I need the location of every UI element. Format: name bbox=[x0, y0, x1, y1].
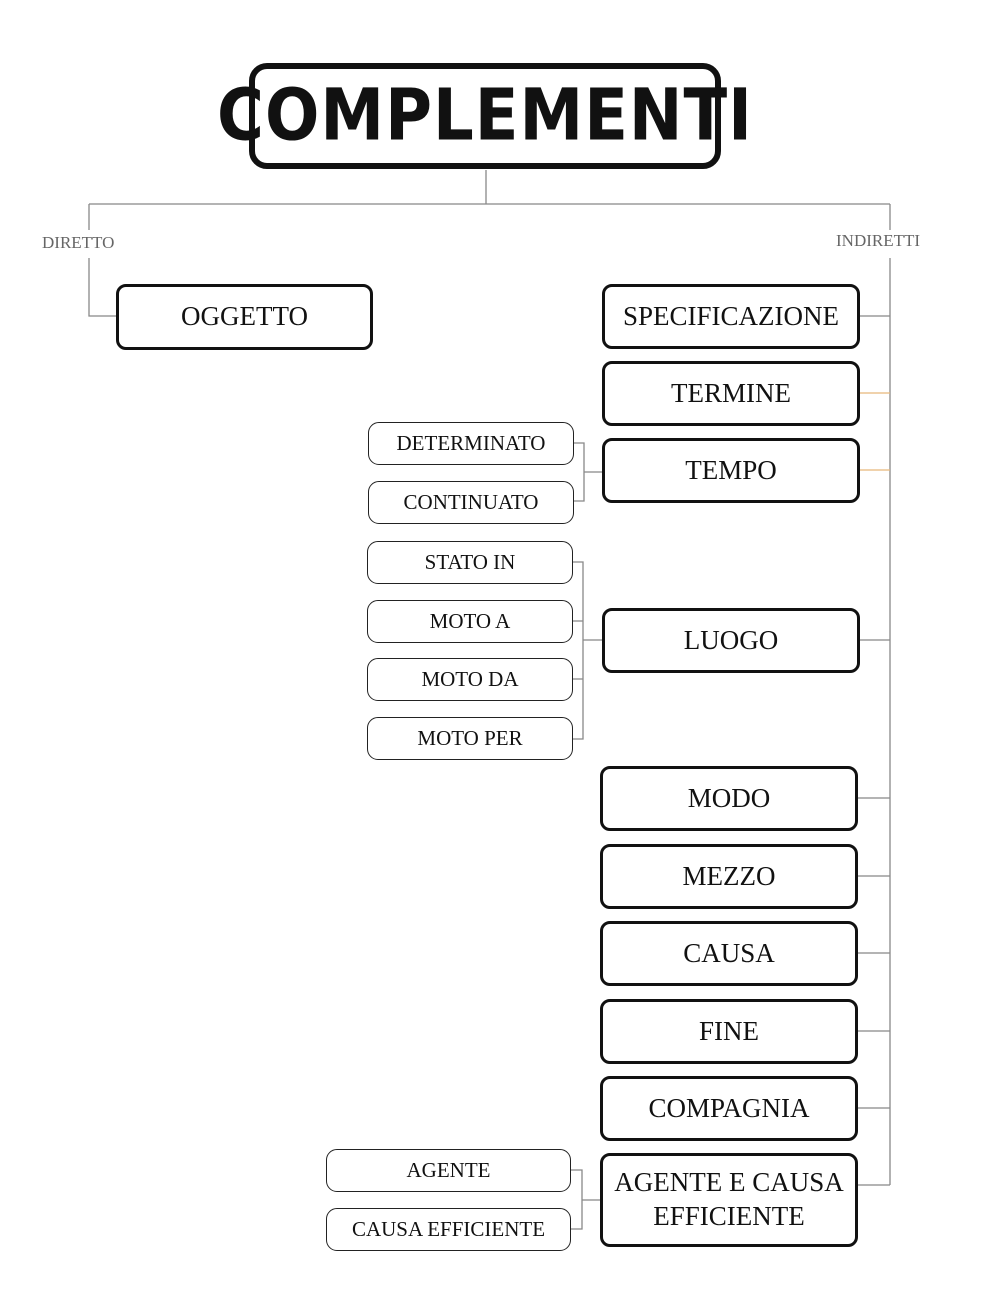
agente-bracket bbox=[570, 1169, 602, 1230]
sub-luogo-stato-in: STATO IN bbox=[367, 541, 573, 584]
sub-tempo-determinato: DETERMINATO bbox=[368, 422, 574, 465]
node-mezzo: MEZZO bbox=[600, 844, 858, 909]
sub-agente: AGENTE bbox=[326, 1149, 571, 1192]
page-title: COMPLEMENTI bbox=[217, 74, 753, 158]
node-agente-causa-line2: EFFICIENTE bbox=[653, 1201, 805, 1231]
luogo-bracket bbox=[572, 561, 603, 740]
node-agente-causa-line1: AGENTE E CAUSA bbox=[614, 1167, 844, 1198]
title-connector bbox=[88, 170, 891, 230]
indirect-label: INDIRETTI bbox=[836, 231, 921, 250]
sub-luogo-moto-da: MOTO DA bbox=[367, 658, 573, 701]
direct-connector bbox=[88, 258, 118, 317]
node-tempo: TEMPO bbox=[602, 438, 860, 503]
sub-luogo-moto-a: MOTO A bbox=[367, 600, 573, 643]
node-agente-causa-efficiente: AGENTE E CAUSA EFFICIENTE bbox=[600, 1153, 858, 1247]
node-specificazione: SPECIFICAZIONE bbox=[602, 284, 860, 349]
sub-tempo-continuato: CONTINUATO bbox=[368, 481, 574, 524]
tempo-bracket bbox=[574, 442, 604, 502]
node-termine: TERMINE bbox=[602, 361, 860, 426]
sub-luogo-moto-per: MOTO PER bbox=[367, 717, 573, 760]
node-causa: CAUSA bbox=[600, 921, 858, 986]
node-modo: MODO bbox=[600, 766, 858, 831]
sub-causa-efficiente: CAUSA EFFICIENTE bbox=[326, 1208, 571, 1251]
title-box: COMPLEMENTI bbox=[217, 63, 752, 169]
node-oggetto: OGGETTO bbox=[116, 284, 373, 350]
node-fine: FINE bbox=[600, 999, 858, 1064]
node-luogo: LUOGO bbox=[602, 608, 860, 673]
direct-label: DIRETTO bbox=[42, 233, 115, 252]
node-compagnia: COMPAGNIA bbox=[600, 1076, 858, 1141]
